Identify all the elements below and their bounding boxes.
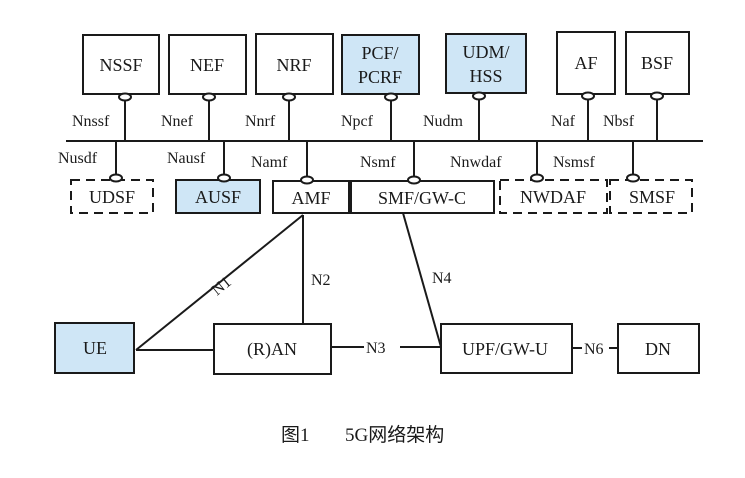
nf-udsf: UDSF Nusdf xyxy=(58,141,154,214)
dn-box xyxy=(617,323,700,374)
namf-interface-label: Namf xyxy=(251,154,288,171)
smf-port-icon xyxy=(407,175,421,185)
udm-port-icon xyxy=(472,91,486,101)
nusdf-interface-label: Nusdf xyxy=(58,150,98,167)
figure-caption: 5G网络架构 xyxy=(345,424,444,446)
ausf-port-icon xyxy=(217,173,231,183)
nnef-interface-label: Nnef xyxy=(161,113,194,130)
nssf-port-icon xyxy=(118,92,132,102)
smsf-box xyxy=(609,179,693,214)
pcf-label-line1: PCF/ xyxy=(361,43,398,63)
nf-af: AF Naf xyxy=(551,31,616,141)
nwdaf-port-icon xyxy=(530,173,544,183)
n6-label: N6 xyxy=(584,341,604,358)
nwdaf-label: NWDAF xyxy=(520,187,586,207)
nwdaf-box xyxy=(499,179,608,214)
nf-bsf: BSF Nbsf xyxy=(603,31,690,141)
nnssf-interface-label: Nnssf xyxy=(72,113,110,130)
bsf-port-icon xyxy=(650,91,664,101)
naf-interface-label: Naf xyxy=(551,113,576,130)
udm-label-line1: UDM/ xyxy=(462,42,509,62)
nrf-box xyxy=(255,33,334,95)
nf-nrf: NRF Nnrf xyxy=(245,33,334,141)
nnwdaf-interface-label: Nnwdaf xyxy=(450,154,502,171)
pcf-box xyxy=(341,34,420,95)
figure-number: 图1 xyxy=(281,425,310,446)
nrf-port-icon xyxy=(282,92,296,102)
af-box xyxy=(556,31,616,95)
nrf-label: NRF xyxy=(276,55,311,75)
upf-label: UPF/GW-U xyxy=(462,339,548,359)
nausf-interface-label: Nausf xyxy=(167,150,206,167)
nnrf-interface-label: Nnrf xyxy=(245,113,276,130)
smf-label: SMF/GW-C xyxy=(378,188,466,208)
ue-label: UE xyxy=(83,338,107,358)
pcf-label-line2: PCRF xyxy=(358,67,402,87)
amf-box xyxy=(272,180,350,214)
bsf-box xyxy=(625,31,690,95)
udsf-port-icon xyxy=(109,173,123,183)
amf-label: AMF xyxy=(291,188,330,208)
nf-pcf: PCF/ PCRF Npcf xyxy=(341,34,420,141)
nef-label: NEF xyxy=(190,55,224,75)
n4-link xyxy=(402,212,442,348)
nf-udm: UDM/ HSS Nudm xyxy=(423,33,527,141)
nf-smsf: SMSF Nsmsf xyxy=(553,141,693,214)
nssf-label: NSSF xyxy=(99,55,142,75)
nf-nssf: NSSF Nnssf xyxy=(72,34,160,141)
nsmf-interface-label: Nsmf xyxy=(360,154,396,171)
smf-box xyxy=(350,180,495,214)
nf-amf: AMF Namf xyxy=(251,141,350,214)
ran-label: (R)AN xyxy=(247,339,297,360)
nbsf-interface-label: Nbsf xyxy=(603,113,635,130)
smsf-port-icon xyxy=(626,173,640,183)
dn-label: DN xyxy=(645,339,671,359)
nf-nef: NEF Nnef xyxy=(161,34,247,141)
pcf-port-icon xyxy=(384,92,398,102)
af-label: AF xyxy=(574,53,597,73)
udsf-box xyxy=(70,179,154,214)
n4-label: N4 xyxy=(432,270,452,287)
n3-label: N3 xyxy=(366,340,386,357)
npcf-interface-label: Npcf xyxy=(341,113,374,130)
ausf-label: AUSF xyxy=(195,187,241,207)
af-port-icon xyxy=(581,91,595,101)
upf-box xyxy=(440,323,573,374)
nudm-interface-label: Nudm xyxy=(423,113,464,130)
udm-label-line2: HSS xyxy=(469,66,502,86)
nsmsf-interface-label: Nsmsf xyxy=(553,154,595,171)
udm-box xyxy=(445,33,527,94)
nef-port-icon xyxy=(202,92,216,102)
bsf-label: BSF xyxy=(641,53,673,73)
ue-box xyxy=(54,322,135,374)
amf-port-icon xyxy=(300,175,314,185)
n1-link xyxy=(135,214,304,351)
n1-label: N1 xyxy=(209,274,235,300)
nf-nwdaf: NWDAF Nnwdaf xyxy=(450,141,608,214)
smsf-label: SMSF xyxy=(629,187,675,207)
ausf-box xyxy=(175,179,261,214)
ran-box xyxy=(213,323,332,375)
nef-box xyxy=(168,34,247,95)
nf-ausf: AUSF Nausf xyxy=(167,141,261,214)
n2-label: N2 xyxy=(311,272,331,289)
udsf-label: UDSF xyxy=(89,187,135,207)
nf-smf: SMF/GW-C Nsmf xyxy=(350,141,495,214)
